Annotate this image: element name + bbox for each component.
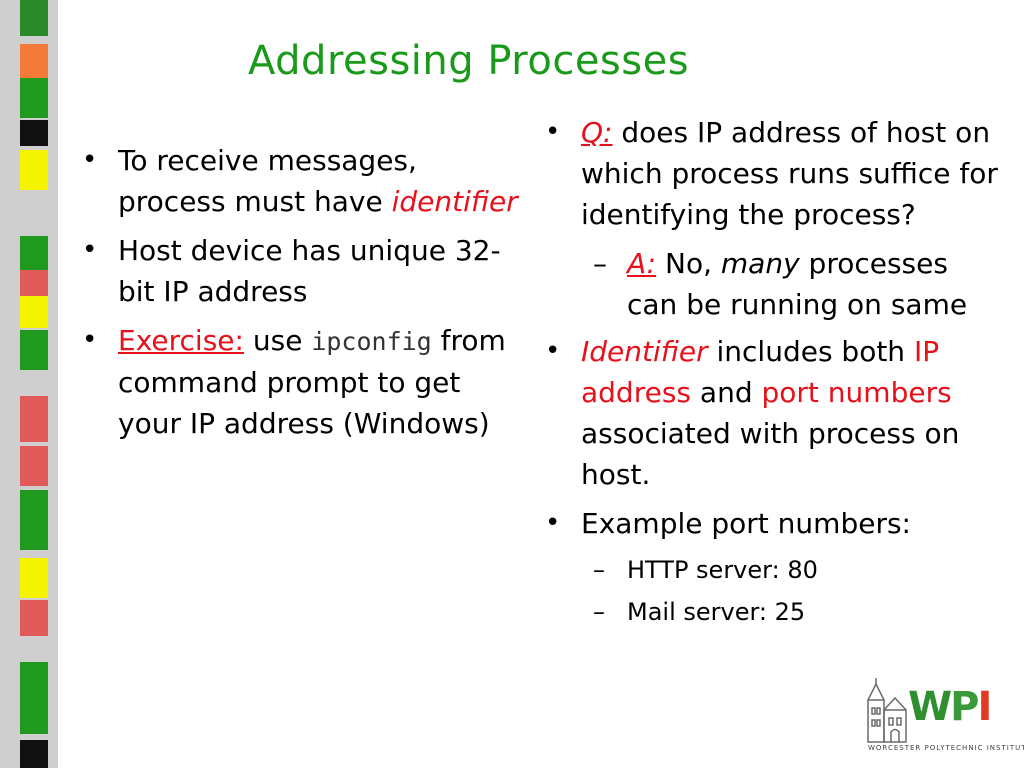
castle-icon <box>867 678 907 743</box>
right-column: • Q: does IP address of host on which pr… <box>545 112 1005 636</box>
bullet-dot-icon: • <box>82 145 98 175</box>
question-label: Q: <box>581 116 613 149</box>
left-column: • To receive messages, process must have… <box>82 140 522 452</box>
bullet-dot-icon: • <box>82 325 98 355</box>
sub-bullet-answer: – A: No, many processes can be running o… <box>545 243 1005 325</box>
strip-block <box>20 270 48 296</box>
wpi-subtitle: WORCESTER POLYTECHNIC INSTITUTE <box>868 744 1024 752</box>
bullet-identifier: • Identifier includes both IP address an… <box>545 331 1005 495</box>
bullet-host-device: • Host device has unique 32-bit IP addre… <box>82 230 522 312</box>
bullet-example-ports: • Example port numbers: <box>545 503 1005 544</box>
strip-block <box>20 558 48 598</box>
dash-icon: – <box>593 598 605 626</box>
bullet-dot-icon: • <box>545 508 561 538</box>
strip-block <box>20 396 48 442</box>
bullet-dot-icon: • <box>82 235 98 265</box>
strip-block <box>20 740 48 768</box>
sub-bullet-mail: – Mail server: 25 <box>545 594 1005 630</box>
bullet-question: • Q: does IP address of host on which pr… <box>545 112 1005 235</box>
dash-icon: – <box>593 556 605 584</box>
strip-block <box>20 490 48 550</box>
slide-title: Addressing Processes <box>248 38 690 84</box>
strip-block <box>20 0 48 36</box>
answer-label: A: <box>627 247 657 280</box>
strip-block <box>20 150 48 190</box>
bullet-exercise: • Exercise: use ipconfig from command pr… <box>82 320 522 444</box>
strip-block <box>20 296 48 328</box>
sub-bullet-http: – HTTP server: 80 <box>545 552 1005 588</box>
bullet-dot-icon: • <box>545 336 561 366</box>
wpi-wordmark: WPI <box>908 684 992 730</box>
strip-block <box>20 44 48 78</box>
strip-block <box>20 236 48 270</box>
bullet-dot-icon: • <box>545 117 561 147</box>
ipconfig-code: ipconfig <box>311 327 432 356</box>
strip-block <box>20 662 48 734</box>
bullet-receive-messages: • To receive messages, process must have… <box>82 140 522 222</box>
exercise-label: Exercise: <box>118 324 244 357</box>
strip-block <box>20 446 48 486</box>
strip-block <box>20 78 48 118</box>
strip-block <box>20 330 48 370</box>
dash-icon: – <box>593 247 607 280</box>
wpi-logo: WPI WORCESTER POLYTECHNIC INSTITUTE <box>862 676 1024 758</box>
strip-block <box>20 120 48 146</box>
identifier-emphasis: identifier <box>391 185 518 218</box>
strip-block <box>20 600 48 636</box>
decorative-side-strip <box>0 0 58 768</box>
